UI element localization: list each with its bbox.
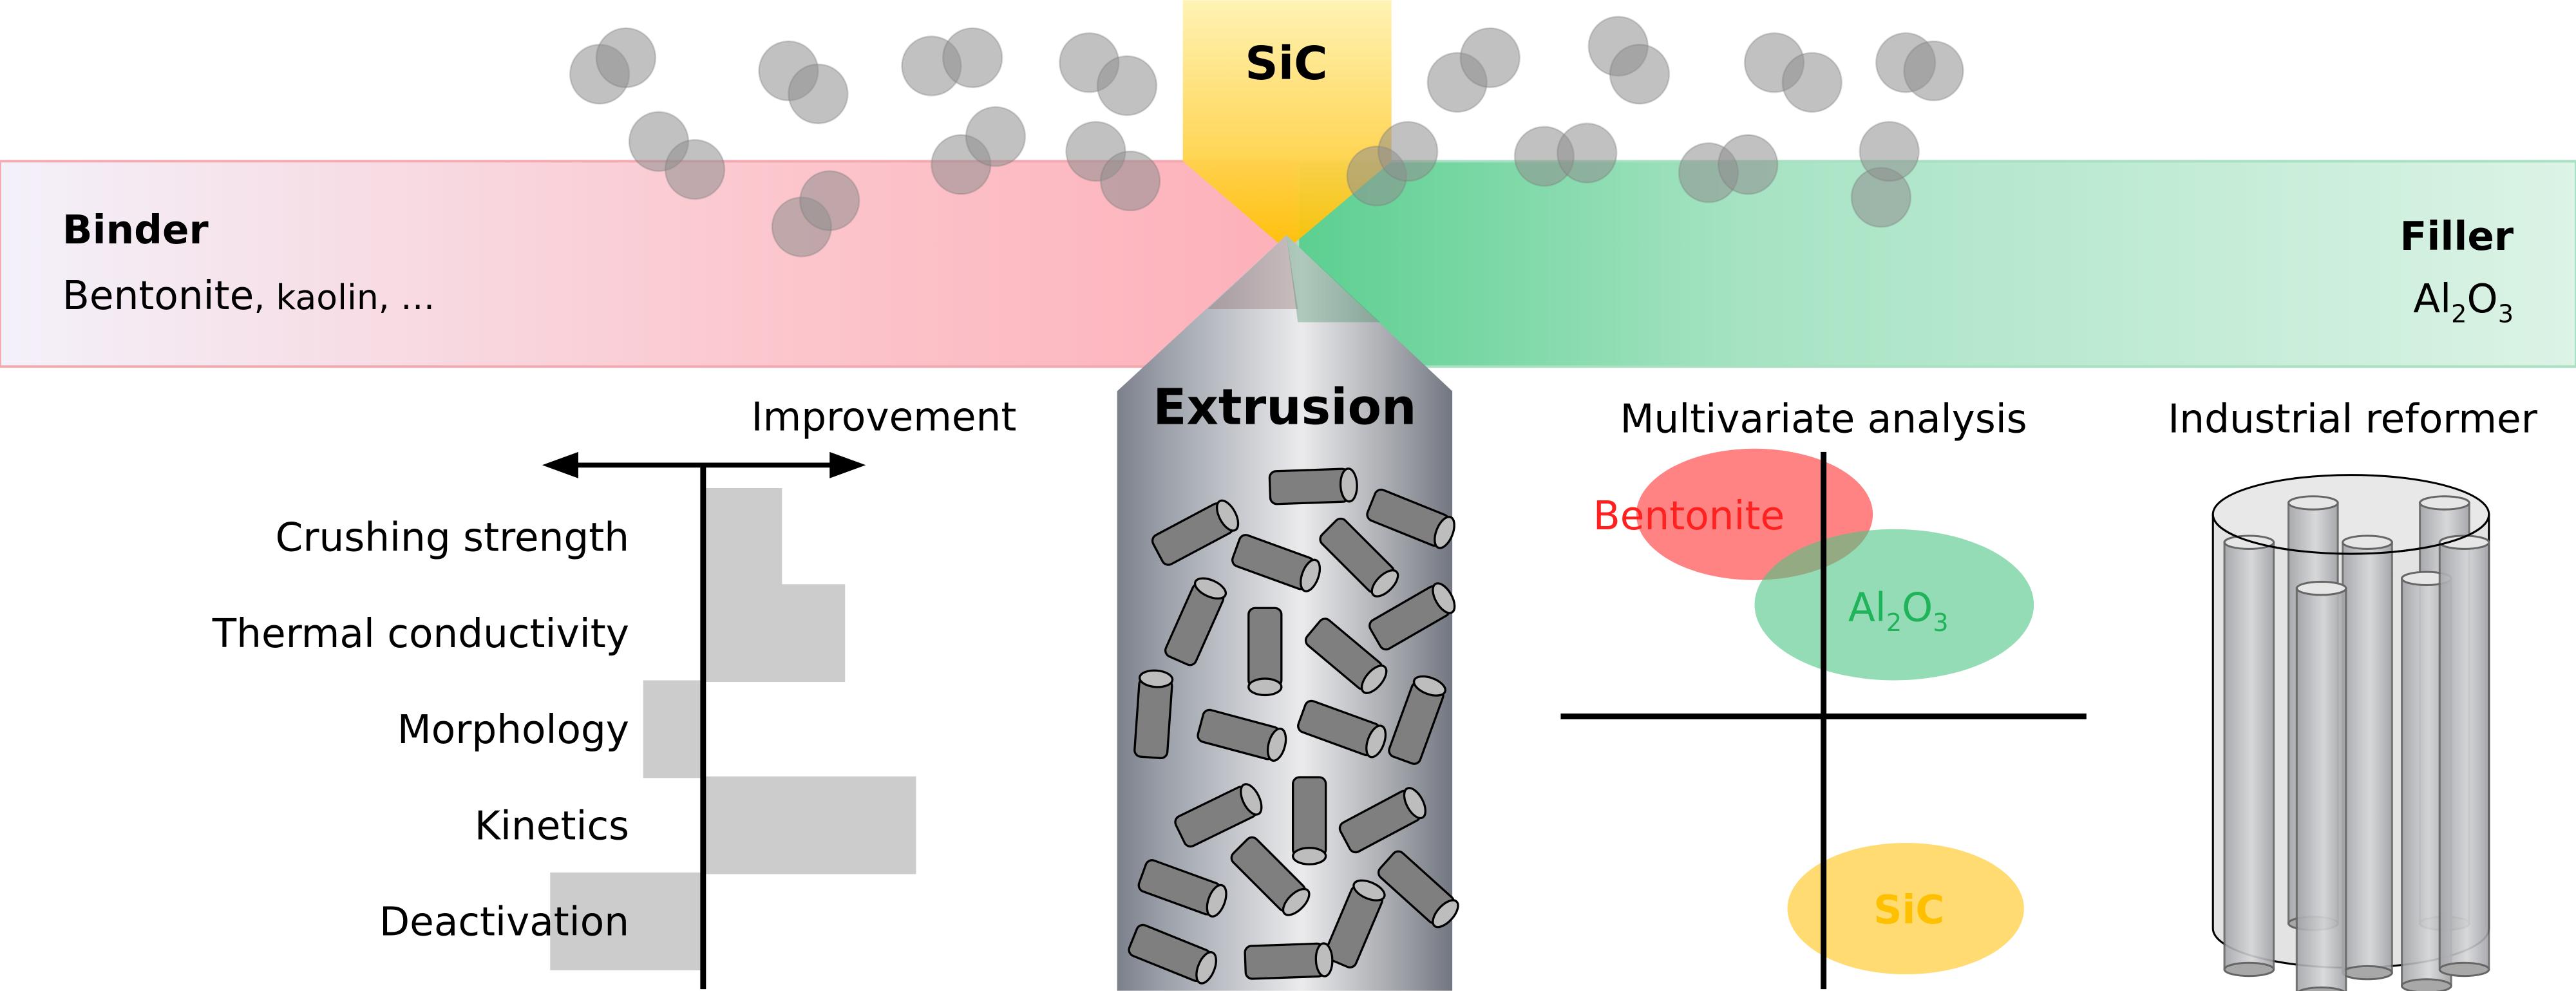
- particle-bubble: [595, 27, 657, 88]
- extrusion-die: [1117, 235, 1453, 991]
- binder-title: Binder: [62, 207, 209, 253]
- pellet-cylinder: [1366, 488, 1455, 549]
- pellet-cylinder: [1297, 699, 1387, 759]
- pellet-cylinder: [1174, 783, 1263, 848]
- pellet-cylinder: [1304, 618, 1388, 694]
- extrusion-overlap: [1208, 235, 1298, 309]
- particle-bubble: [942, 27, 1003, 88]
- extrusion-overlap-green: [1286, 235, 1380, 323]
- particle-bubble: [1718, 134, 1779, 195]
- reformer-tube: [2438, 534, 2490, 977]
- improvement-label: Thermal conductivity: [212, 611, 629, 657]
- pellet-cylinder: [1231, 534, 1321, 592]
- particle-bubble: [1903, 40, 1964, 102]
- particle-bubble: [1378, 120, 1439, 182]
- sic-cluster: [1787, 843, 2024, 975]
- multivariate-title: Multivariate analysis: [1620, 396, 2027, 442]
- reformer-tube: [2342, 534, 2393, 981]
- sic-funnel: [1182, 0, 1392, 250]
- pellet-cylinder: [1368, 582, 1456, 651]
- filler-title: Filler: [2400, 214, 2514, 260]
- bentonite-label: Bentonite: [1593, 493, 1785, 539]
- binder-main: Bentonite: [62, 273, 254, 319]
- binder-examples: Bentonite, kaolin, …: [62, 273, 435, 319]
- improvement-bar: [643, 680, 703, 779]
- filler-formula: Al2O3: [2413, 276, 2514, 328]
- pellet-cylinder: [1128, 923, 1217, 985]
- pellet-cylinder: [1291, 776, 1327, 865]
- formula-sub-2: 2: [2451, 299, 2467, 328]
- formula-al: Al: [1848, 585, 1886, 631]
- arrow-left-icon: [542, 451, 578, 478]
- particle-bubble: [965, 106, 1027, 167]
- particle-bubble: [799, 170, 860, 231]
- pellet-cylinder: [1197, 708, 1287, 762]
- pellet-cylinder: [1137, 859, 1227, 918]
- particle-bubble: [788, 63, 849, 124]
- particle-bubble: [1859, 120, 1920, 182]
- pellet-cylinder: [1268, 467, 1358, 505]
- formula-al: Al: [2413, 276, 2451, 322]
- pellet-cylinder: [1319, 517, 1399, 598]
- improvement-bar: [550, 872, 703, 970]
- reformer-tube: [2223, 534, 2275, 977]
- binder-rest: , kaolin, …: [254, 277, 435, 317]
- sic-particles: [569, 15, 1964, 258]
- pellet-cylinder: [1388, 675, 1446, 765]
- reformer-vessel: [2211, 474, 2490, 991]
- pellet-cylinder: [1377, 850, 1459, 929]
- formula-sub-2: 2: [1886, 609, 1902, 637]
- particle-bubble: [1459, 27, 1520, 88]
- particle-bubble: [1609, 43, 1671, 105]
- particle-bubble: [1781, 52, 1842, 113]
- improvement-bar: [703, 776, 916, 874]
- formula-sub-3: 3: [1933, 609, 1948, 637]
- improvement-label: Kinetics: [475, 803, 629, 849]
- pellet-cylinder: [1164, 577, 1227, 666]
- particle-bubble: [664, 138, 726, 200]
- pellet-cylinder: [1338, 787, 1427, 854]
- al2o3-label: Al2O3: [1848, 585, 1949, 637]
- extrusion-title: Extrusion: [1153, 379, 1416, 437]
- improvement-bar: [703, 584, 846, 683]
- reformer-title: Industrial reformer: [2168, 396, 2537, 442]
- filler-band: [1296, 160, 2576, 368]
- formula-o: O: [2467, 276, 2498, 322]
- formula-sub-3: 3: [2498, 299, 2514, 328]
- pellet-cylinder: [1230, 836, 1311, 916]
- particle-bubble: [1096, 55, 1158, 117]
- particle-bubble: [1099, 150, 1161, 212]
- arrow-right-icon: [829, 451, 866, 478]
- pellet-cylinder: [1244, 942, 1334, 980]
- pellet-cylinder: [1133, 669, 1174, 759]
- extrudate-pellets: [1128, 467, 1459, 985]
- particle-bubble: [1557, 122, 1618, 184]
- improvement-bar: [703, 488, 782, 586]
- improvement-label: Morphology: [397, 707, 629, 753]
- improvement-bars: [550, 488, 916, 970]
- formula-o: O: [1902, 585, 1933, 631]
- pellet-cylinder: [1324, 879, 1386, 968]
- improvement-label: Deactivation: [379, 900, 629, 945]
- pellet-cylinder: [1151, 499, 1240, 566]
- improvement-label: Crushing strength: [276, 515, 629, 561]
- sic-funnel-label: SiC: [1245, 37, 1327, 90]
- pellet-cylinder: [1247, 607, 1283, 697]
- binder-band: [0, 160, 1300, 368]
- reformer-tube: [2295, 580, 2347, 991]
- improvement-title: Improvement: [752, 395, 1017, 440]
- sic-cluster-label: SiC: [1873, 887, 1944, 933]
- al2o3-cluster: [1754, 529, 2034, 681]
